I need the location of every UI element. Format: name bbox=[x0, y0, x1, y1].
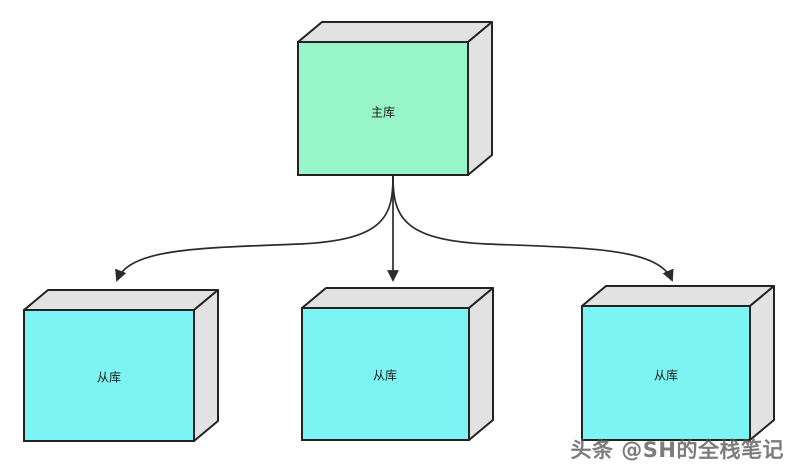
box-front-face bbox=[581, 305, 751, 441]
edge-group bbox=[115, 175, 674, 282]
node-slave-database-3[interactable]: 从库 bbox=[581, 285, 775, 441]
box-top-face bbox=[301, 287, 494, 309]
node-slave-database-2[interactable]: 从库 bbox=[301, 287, 494, 441]
box-front-face bbox=[23, 309, 195, 442]
box-top-face bbox=[581, 285, 775, 307]
box-top-face bbox=[23, 289, 219, 311]
box-front-face bbox=[301, 307, 470, 441]
edge-master-to-slave-1 bbox=[115, 175, 394, 282]
box-side-face bbox=[749, 285, 775, 441]
box-side-face bbox=[193, 289, 219, 442]
node-master-database[interactable]: 主库 bbox=[297, 21, 493, 176]
node-slave-database-1[interactable]: 从库 bbox=[23, 289, 219, 442]
box-top-face bbox=[297, 21, 493, 43]
box-front-face bbox=[297, 41, 469, 176]
edge-master-to-slave-3 bbox=[392, 175, 674, 282]
box-side-face bbox=[468, 287, 494, 441]
box-side-face bbox=[467, 21, 493, 176]
